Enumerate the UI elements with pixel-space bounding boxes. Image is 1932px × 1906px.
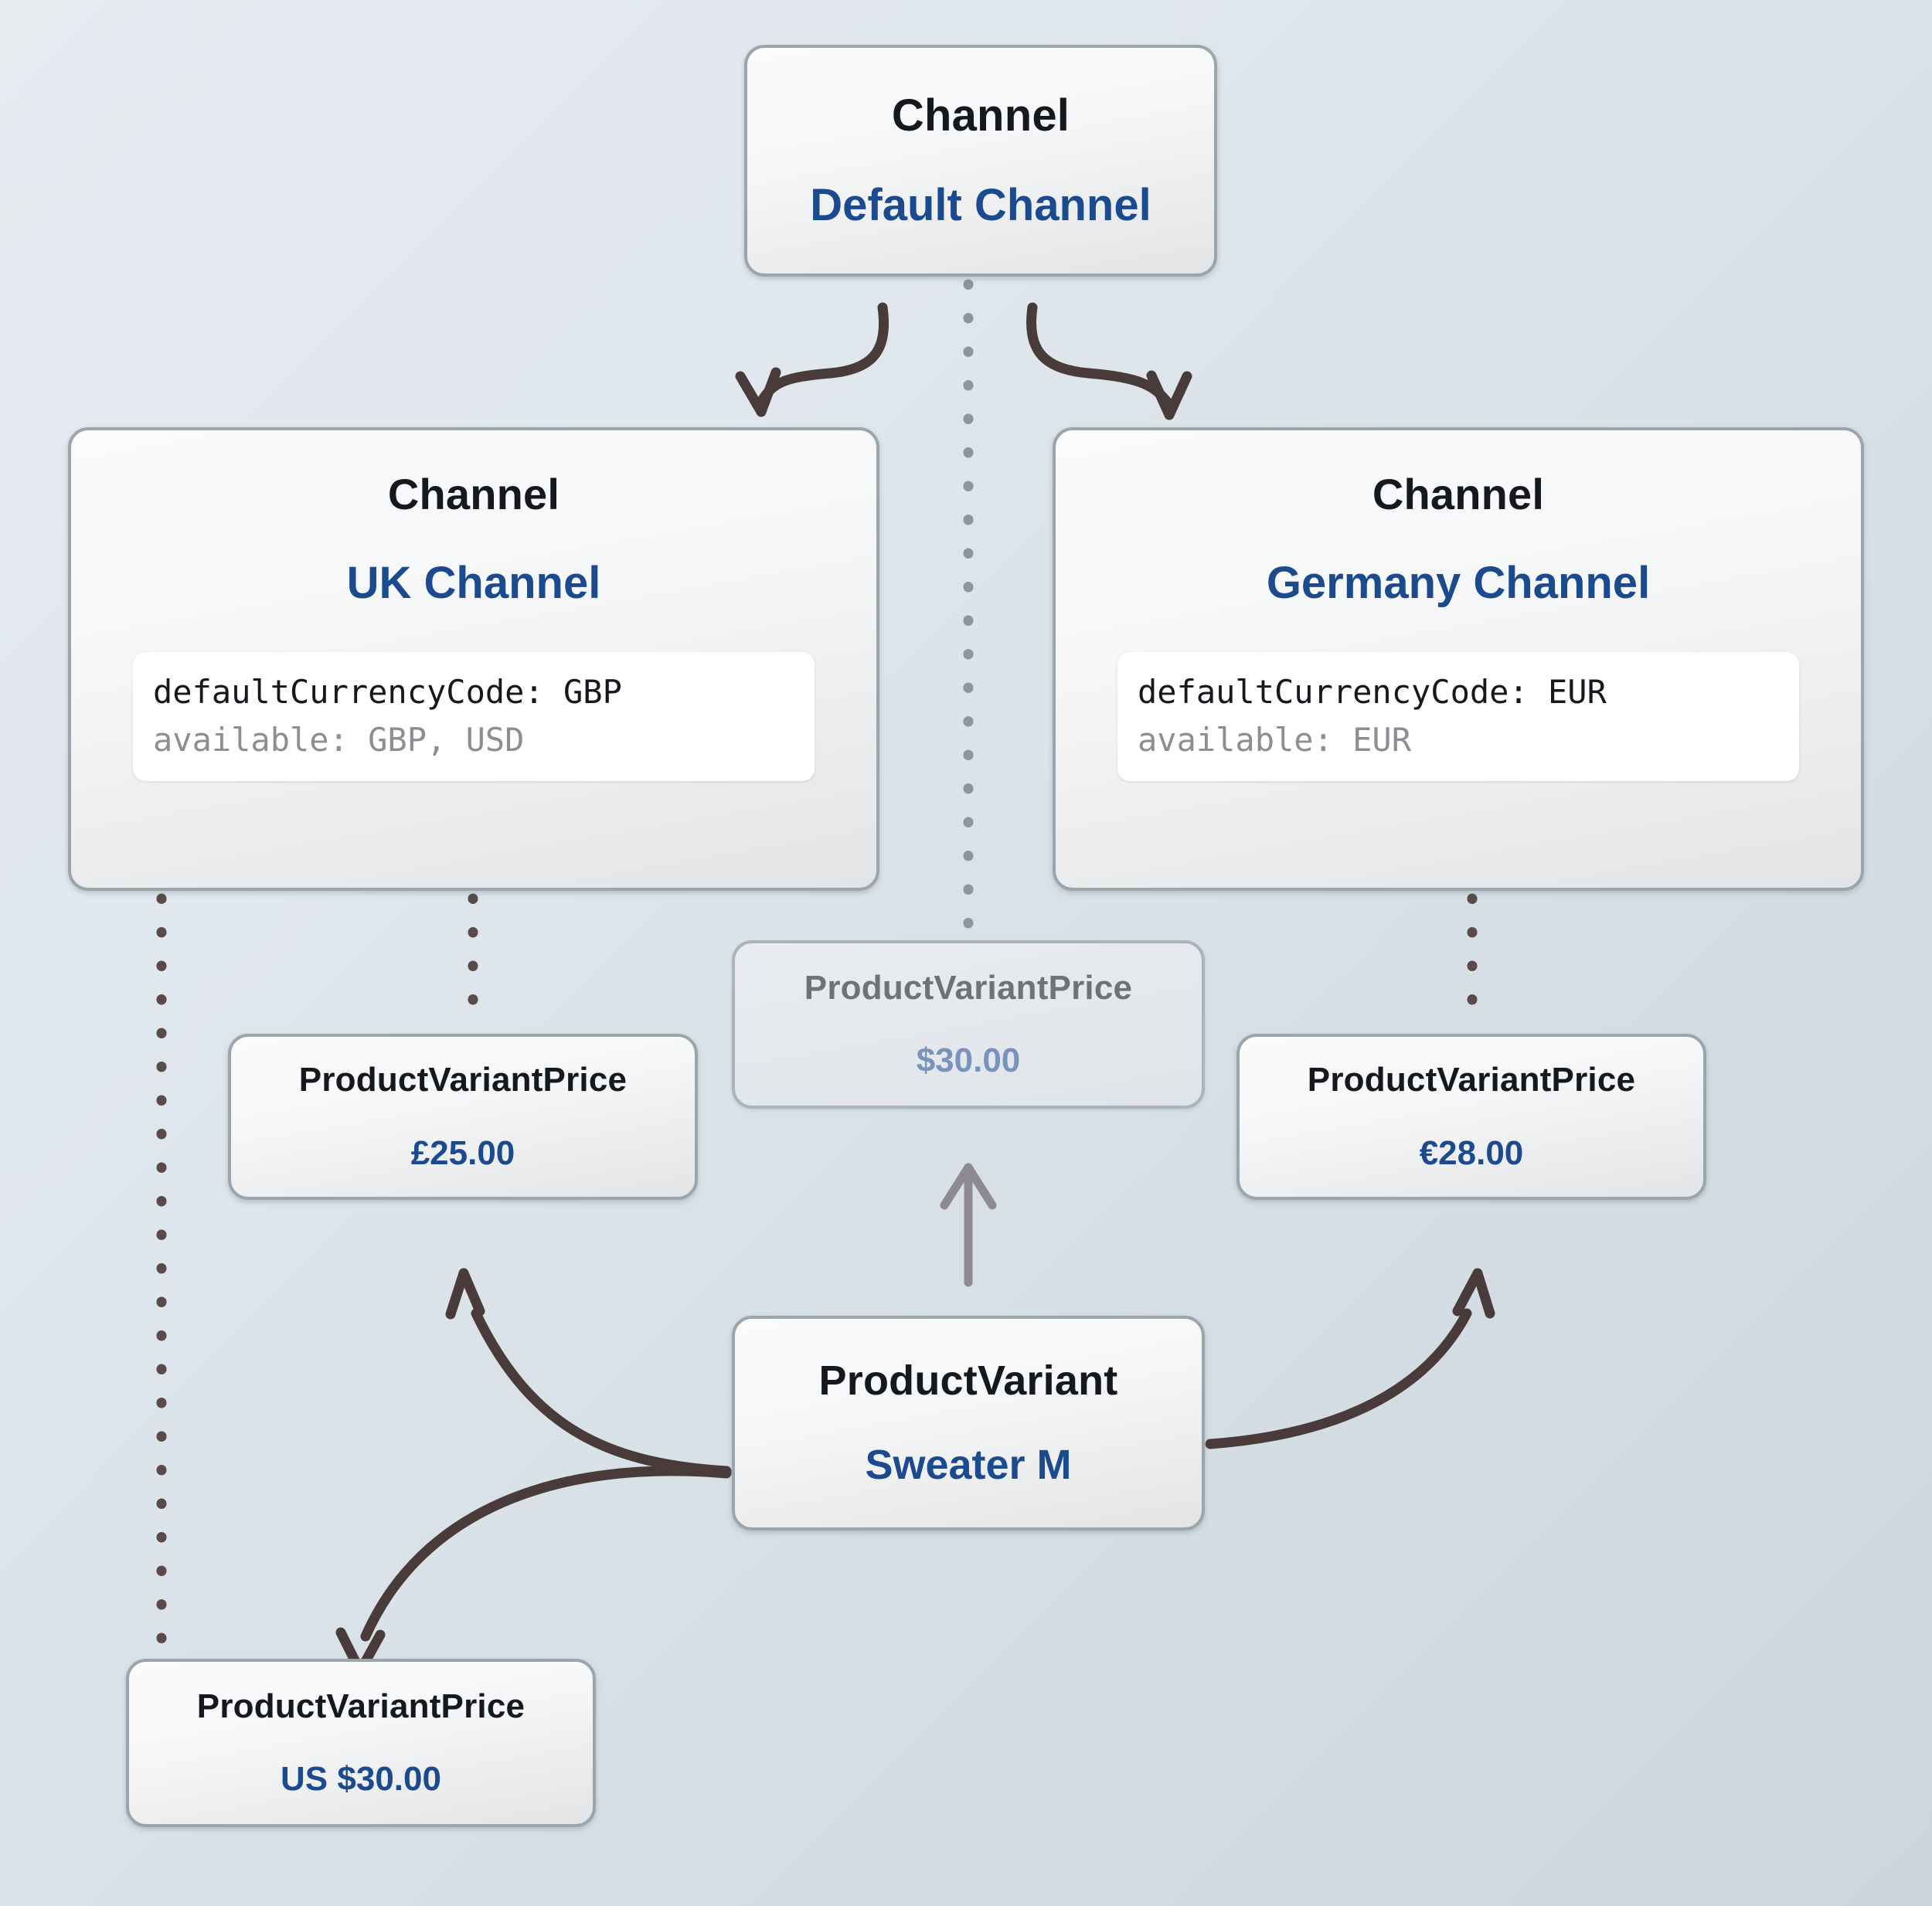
- edge-variant-to-price-gbp: [445, 1268, 732, 1476]
- edge-variant-to-usd-ghost: [940, 1163, 997, 1287]
- node-uk-channel[interactable]: Channel UK Channel defaultCurrencyCode: …: [68, 427, 879, 891]
- node-price-eur[interactable]: ProductVariantPrice €28.00: [1236, 1034, 1706, 1200]
- node-price-value: US $30.00: [281, 1760, 441, 1798]
- node-type-label: ProductVariantPrice: [298, 1061, 628, 1099]
- edge-default-to-germany: [1026, 302, 1192, 420]
- node-type-label: ProductVariant: [818, 1357, 1118, 1404]
- node-type-label: ProductVariantPrice: [196, 1687, 526, 1725]
- attr-default-currency-code: defaultCurrencyCode: GBP: [153, 673, 622, 712]
- node-name-label: Sweater M: [865, 1442, 1072, 1488]
- uk-channel-attributes: defaultCurrencyCode: GBP available: GBP,…: [133, 652, 815, 781]
- node-type-label: Channel: [387, 470, 560, 518]
- node-name-label: Default Channel: [810, 180, 1151, 230]
- node-price-value: £25.00: [410, 1133, 515, 1172]
- edge-default-to-uk: [735, 302, 889, 417]
- node-price-gbp[interactable]: ProductVariantPrice £25.00: [228, 1034, 698, 1200]
- node-type-label: Channel: [891, 90, 1070, 141]
- attr-available-currencies: available: GBP, USD: [153, 720, 525, 759]
- node-price-value: $30.00: [916, 1041, 1021, 1079]
- node-germany-channel[interactable]: Channel Germany Channel defaultCurrencyC…: [1053, 427, 1864, 891]
- node-price-usd-ghost[interactable]: ProductVariantPrice $30.00: [732, 940, 1205, 1109]
- node-type-label: ProductVariantPrice: [804, 968, 1133, 1007]
- node-default-channel[interactable]: Channel Default Channel: [744, 45, 1217, 277]
- node-price-value: €28.00: [1419, 1133, 1524, 1172]
- node-product-variant[interactable]: ProductVariant Sweater M: [732, 1316, 1205, 1531]
- node-type-label: Channel: [1372, 470, 1545, 518]
- attr-available-currencies: available: EUR: [1138, 720, 1412, 759]
- edge-variant-to-price-eur: [1205, 1268, 1495, 1449]
- node-name-label: UK Channel: [346, 557, 601, 608]
- germany-channel-attributes: defaultCurrencyCode: EUR available: EUR: [1117, 652, 1799, 781]
- edge-variant-to-price-usd: [335, 1466, 732, 1677]
- attr-default-currency-code: defaultCurrencyCode: EUR: [1138, 673, 1607, 712]
- node-name-label: Germany Channel: [1266, 557, 1651, 608]
- node-price-usd[interactable]: ProductVariantPrice US $30.00: [126, 1659, 596, 1827]
- node-type-label: ProductVariantPrice: [1307, 1061, 1636, 1099]
